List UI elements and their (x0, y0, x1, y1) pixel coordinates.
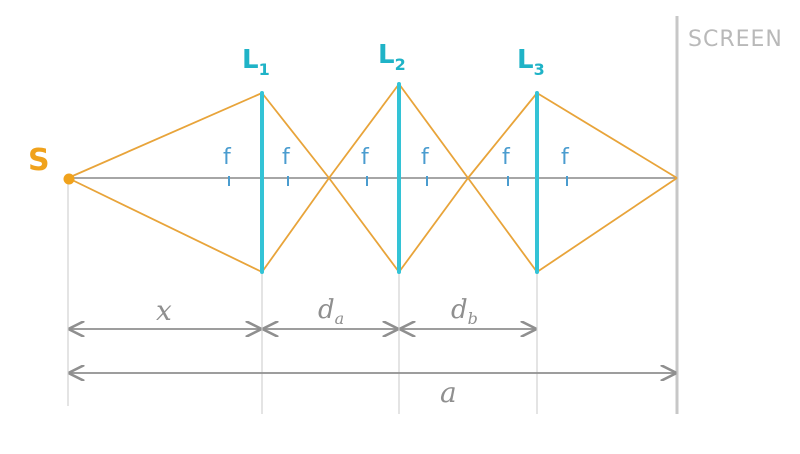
focal-points (228, 176, 568, 186)
source-label: S (28, 143, 50, 178)
ray-upper (67, 83, 678, 179)
focal-label: f (361, 145, 370, 170)
ray-lower (67, 177, 678, 273)
dim-label-x: x (156, 294, 172, 327)
focal-label: f (223, 145, 232, 170)
focal-labels: f f f f f f (223, 145, 570, 170)
dimension-labels: x da db a (156, 294, 478, 409)
focal-label: f (421, 145, 430, 170)
lens-label-l2: L2 (378, 40, 406, 74)
lenses (260, 82, 539, 274)
dim-label-a: a (440, 376, 457, 409)
guide-lines (67, 180, 538, 414)
dim-label-db: db (451, 295, 478, 328)
dimension-arrows (70, 329, 675, 373)
lens-label-l3: L3 (517, 45, 545, 79)
lens-labels: L1 L2 L3 (242, 40, 545, 79)
dim-label-da: da (318, 295, 344, 328)
focal-label: f (502, 145, 511, 170)
source-point (63, 173, 75, 185)
lens-label-l1: L1 (242, 45, 270, 79)
screen-label: SCREEN (688, 27, 783, 52)
focal-label: f (282, 145, 291, 170)
focal-label: f (561, 145, 570, 170)
